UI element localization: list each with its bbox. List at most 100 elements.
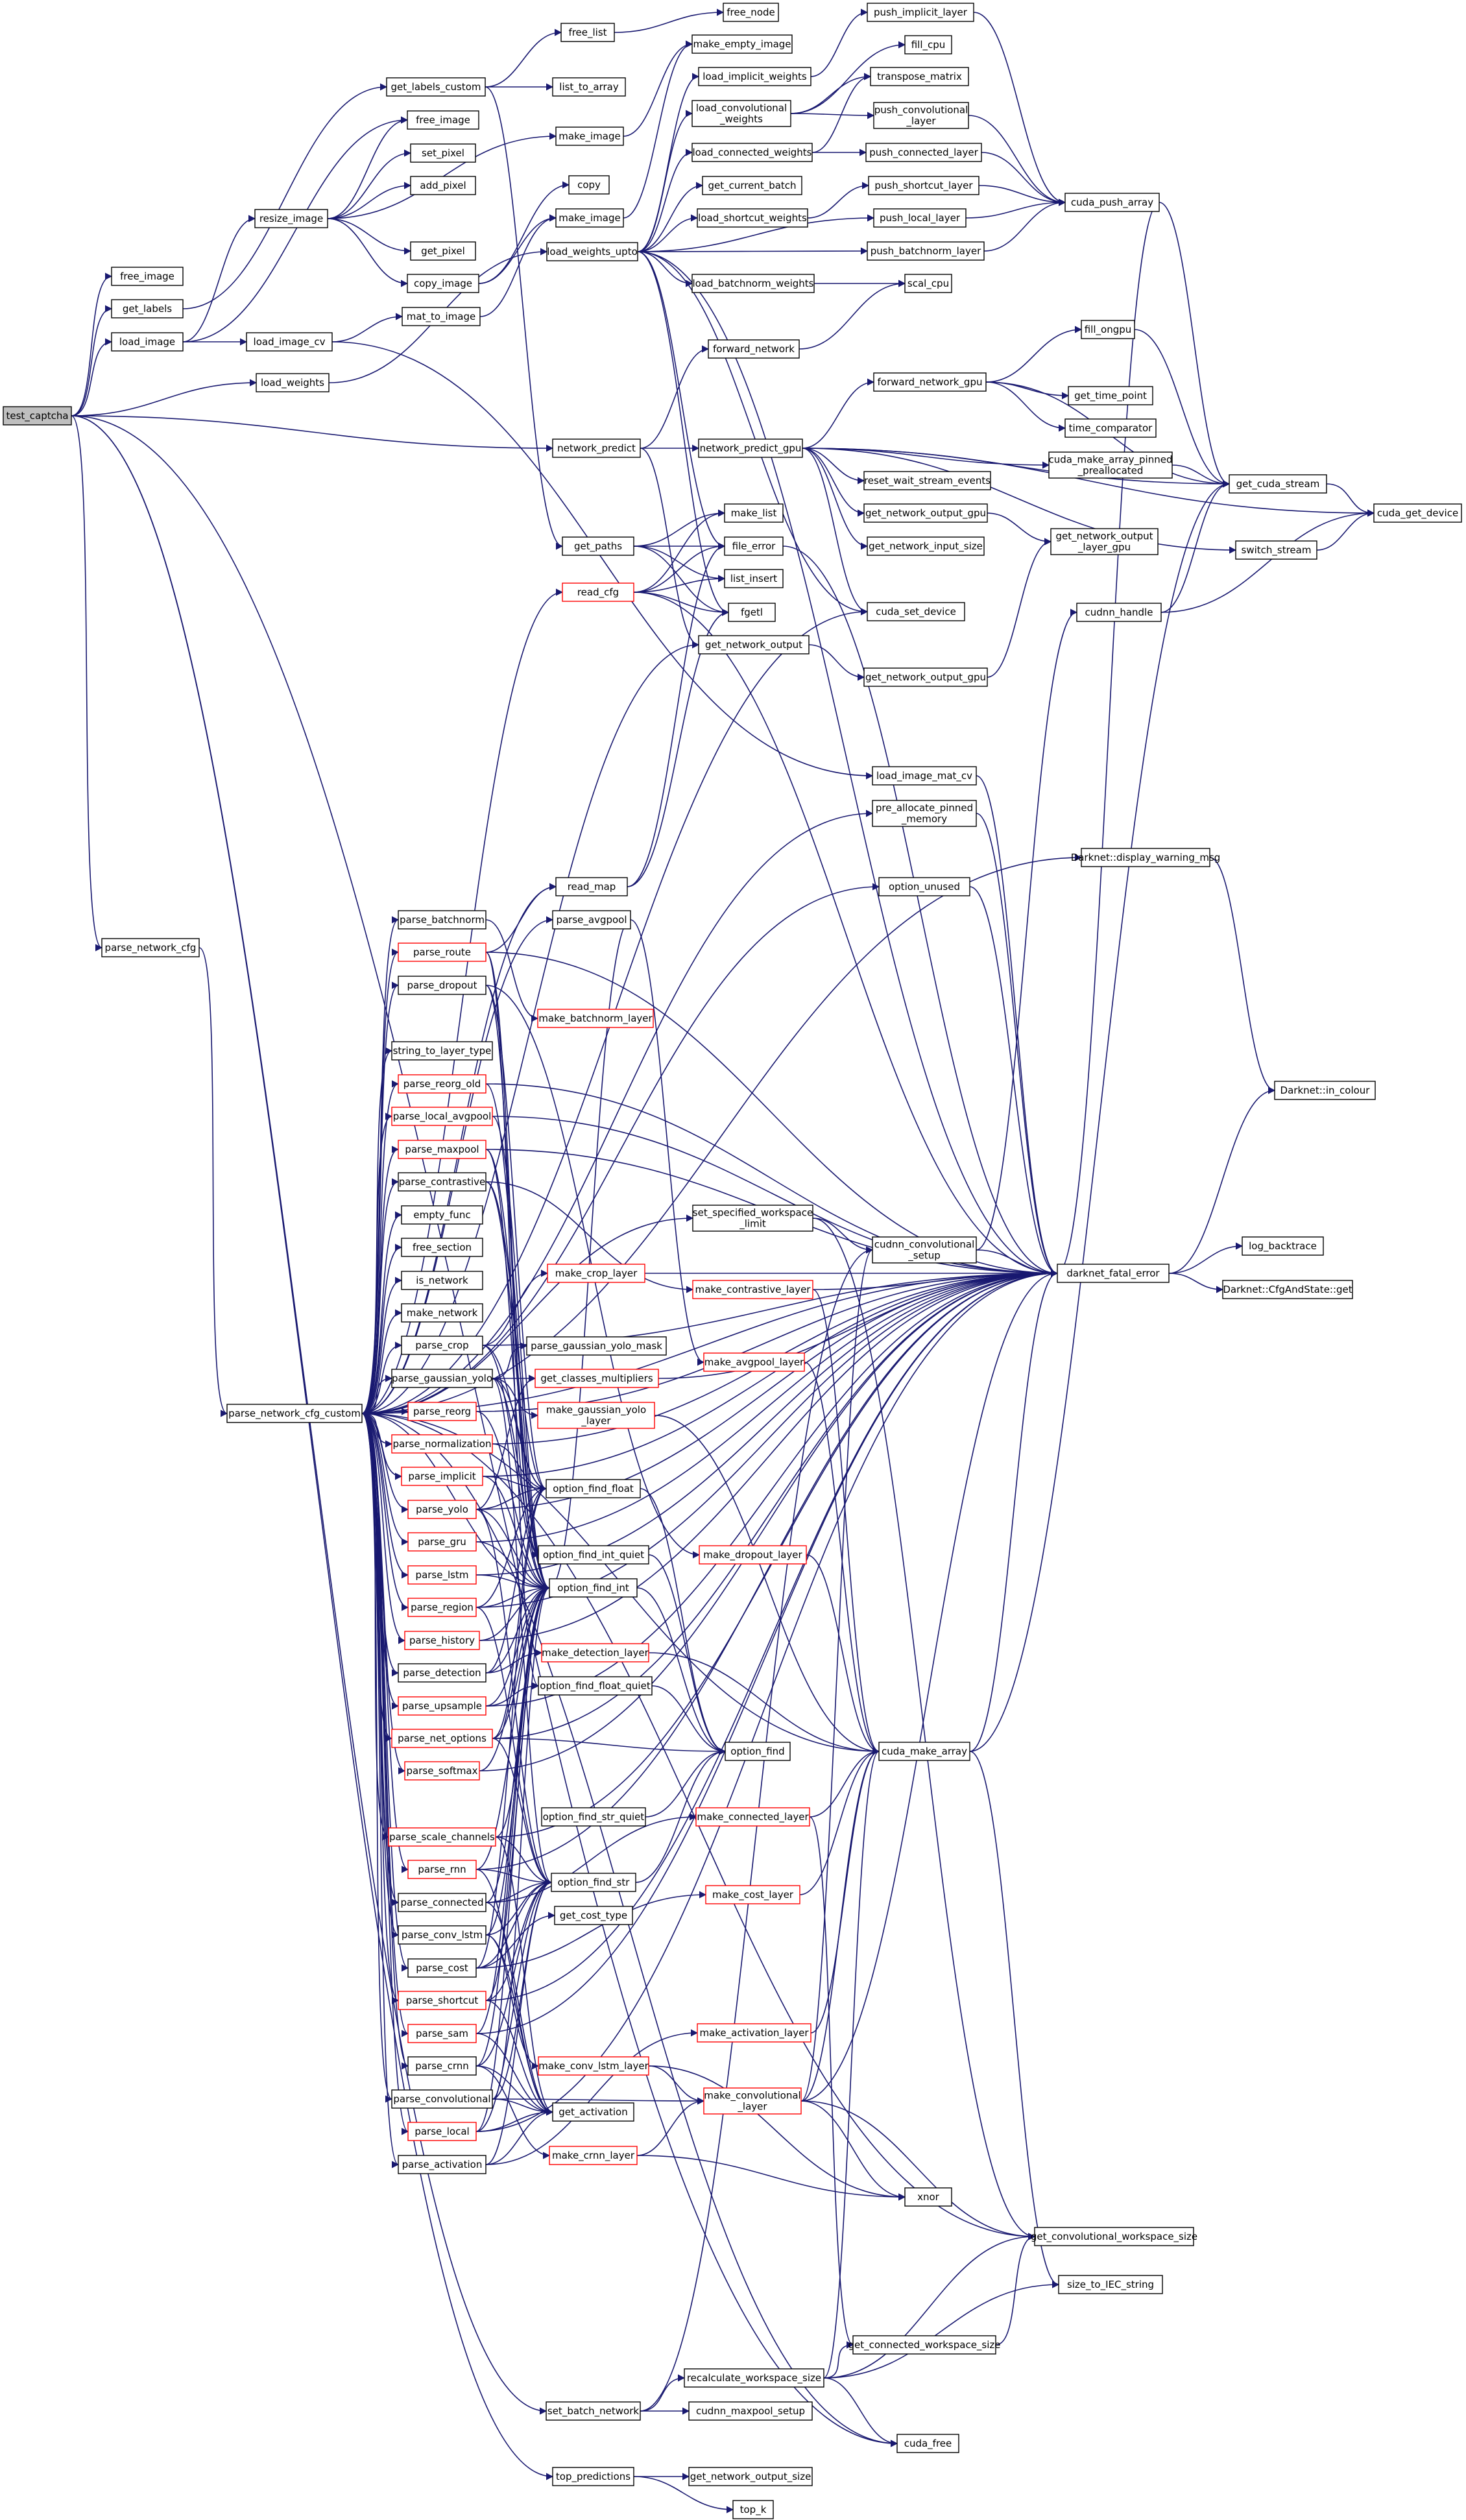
node-load-weights[interactable]: load_weights — [256, 373, 330, 392]
node-get-connected-workspace-size[interactable]: get_connected_workspace_size — [848, 2335, 1001, 2355]
node-make-cost-layer[interactable]: make_cost_layer — [705, 1885, 800, 1904]
node-get-classes-multipliers[interactable]: get_classes_multipliers — [535, 1369, 659, 1388]
node-parse-route[interactable]: parse_route — [398, 942, 487, 962]
node-get-paths[interactable]: get_paths — [562, 536, 634, 556]
node-get-network-output-size[interactable]: get_network_output_size — [688, 2467, 813, 2486]
node-parse-crnn[interactable]: parse_crnn — [407, 2056, 477, 2076]
node-load-image[interactable]: load_image — [111, 332, 184, 352]
node-make-list[interactable]: make_list — [724, 503, 784, 523]
node-cfg-and-state-get[interactable]: Darknet::CfgAndState::get — [1222, 1280, 1353, 1299]
node-parse-reorg[interactable]: parse_reorg — [407, 1402, 477, 1421]
node-empty-func[interactable]: empty_func — [401, 1205, 483, 1225]
node-make-crnn-layer[interactable]: make_crnn_layer — [549, 2146, 638, 2165]
node-parse-network-cfg[interactable]: parse_network_cfg — [101, 938, 200, 957]
node-mat-to-image[interactable]: mat_to_image — [402, 307, 481, 326]
node-forward-network[interactable]: forward_network — [708, 339, 800, 359]
node-copy-image[interactable]: copy_image — [407, 274, 479, 293]
node-parse-yolo[interactable]: parse_yolo — [407, 1500, 477, 1519]
node-free-list[interactable]: free_list — [560, 23, 615, 42]
node-parse-conv-lstm[interactable]: parse_conv_lstm — [398, 1925, 487, 1945]
node-cuda-set-device[interactable]: cuda_set_device — [867, 602, 965, 621]
node-get-pixel[interactable]: get_pixel — [410, 241, 476, 261]
node-get-time-point[interactable]: get_time_point — [1068, 386, 1153, 405]
node-parse-network-cfg-custom[interactable]: parse_network_cfg_custom — [226, 1404, 363, 1423]
node-push-connected-layer[interactable]: push_connected_layer — [865, 143, 982, 162]
node-parse-normalization[interactable]: parse_normalization — [391, 1434, 493, 1454]
node-get-activation[interactable]: get_activation — [552, 2102, 634, 2122]
node-load-image-mat-cv[interactable]: load_image_mat_cv — [872, 766, 977, 786]
node-parse-local[interactable]: parse_local — [407, 2122, 477, 2141]
node-load-convolutional-weights[interactable]: load_convolutional_weights — [691, 100, 791, 127]
node-make-gaussian-yolo-layer[interactable]: make_gaussian_yolo_layer — [537, 1402, 655, 1429]
node-network-predict[interactable]: network_predict — [552, 438, 641, 458]
node-top-k[interactable]: top_k — [732, 2500, 774, 2519]
node-add-pixel[interactable]: add_pixel — [410, 176, 476, 195]
node-list-insert[interactable]: list_insert — [724, 569, 784, 588]
node-make-batchnorm-layer[interactable]: make_batchnorm_layer — [537, 1009, 654, 1028]
node-recalculate-workspace-size[interactable]: recalculate_workspace_size — [684, 2368, 824, 2388]
node-read-map[interactable]: read_map — [555, 877, 628, 896]
node-fgetl[interactable]: fgetl — [728, 603, 776, 622]
node-parse-softmax[interactable]: parse_softmax — [404, 1761, 480, 1781]
node-parse-reorg-old[interactable]: parse_reorg_old — [398, 1074, 487, 1094]
node-resize-image[interactable]: resize_image — [254, 209, 328, 228]
node-get-cost-type[interactable]: get_cost_type — [554, 1906, 633, 1925]
node-scal-cpu[interactable]: scal_cpu — [904, 274, 952, 293]
node-make-connected-layer[interactable]: make_connected_layer — [695, 1807, 810, 1827]
node-read-cfg[interactable]: read_cfg — [562, 582, 634, 602]
node-get-network-output-gpu[interactable]: get_network_output_gpu — [863, 503, 988, 523]
node-parse-gaussian-yolo[interactable]: parse_gaussian_yolo — [391, 1369, 493, 1388]
node-log-backtrace[interactable]: log_backtrace — [1242, 1236, 1324, 1256]
node-free-image-2[interactable]: free_image — [407, 110, 479, 130]
node-make-dropout-layer[interactable]: make_dropout_layer — [699, 1545, 807, 1565]
node-list-to-array[interactable]: list_to_array — [552, 77, 626, 97]
node-parse-cost[interactable]: parse_cost — [407, 1958, 477, 1978]
node-copy[interactable]: copy — [568, 175, 610, 195]
node-parse-dropout[interactable]: parse_dropout — [398, 976, 487, 995]
node-parse-activation[interactable]: parse_activation — [398, 2155, 487, 2174]
node-get-current-batch[interactable]: get_current_batch — [702, 176, 802, 195]
node-parse-history[interactable]: parse_history — [404, 1631, 480, 1650]
node-option-find-str[interactable]: option_find_str — [551, 1873, 636, 1892]
node-option-find-float[interactable]: option_find_float — [546, 1479, 641, 1498]
node-parse-contrastive[interactable]: parse_contrastive — [398, 1172, 487, 1192]
node-cuda-make-array-pinned-preallocated[interactable]: cuda_make_array_pinned_preallocated — [1048, 451, 1173, 479]
node-parse-connected[interactable]: parse_connected — [398, 1893, 487, 1912]
node-switch-stream[interactable]: switch_stream — [1235, 540, 1317, 560]
node-get-labels-custom[interactable]: get_labels_custom — [386, 77, 486, 97]
node-parse-lstm[interactable]: parse_lstm — [407, 1565, 477, 1585]
node-cuda-free[interactable]: cuda_free — [896, 2434, 959, 2453]
node-set-pixel[interactable]: set_pixel — [410, 143, 476, 163]
node-fill-ongpu[interactable]: fill_ongpu — [1081, 320, 1135, 339]
node-option-find[interactable]: option_find — [725, 1742, 791, 1761]
node-push-local-layer[interactable]: push_local_layer — [873, 208, 967, 228]
node-make-detection-layer[interactable]: make_detection_layer — [541, 1643, 649, 1662]
node-pre-allocate-pinned-memory[interactable]: pre_allocate_pinned_memory — [872, 800, 977, 827]
node-parse-convolutional[interactable]: parse_convolutional — [391, 2089, 493, 2109]
node-transpose-matrix[interactable]: transpose_matrix — [870, 67, 969, 86]
node-size-to-iec-string[interactable]: size_to_IEC_string — [1058, 2275, 1163, 2294]
node-set-specified-workspace-limit[interactable]: set_specified_workspace_limit — [692, 1205, 813, 1232]
node-get-convolutional-workspace-size[interactable]: get_convolutional_workspace_size — [1031, 2227, 1197, 2246]
node-string-to-layer-type[interactable]: string_to_layer_type — [391, 1041, 493, 1061]
node-option-unused[interactable]: option_unused — [878, 877, 970, 896]
node-option-find-str-quiet[interactable]: option_find_str_quiet — [541, 1807, 646, 1827]
node-push-convolutional-layer[interactable]: push_convolutional_layer — [873, 102, 969, 129]
node-parse-gaussian-yolo-mask[interactable]: parse_gaussian_yolo_mask — [526, 1336, 667, 1356]
node-parse-implicit[interactable]: parse_implicit — [401, 1467, 483, 1486]
node-free-section[interactable]: free_section — [401, 1238, 483, 1257]
node-push-implicit-layer[interactable]: push_implicit_layer — [867, 3, 974, 22]
node-forward-network-gpu[interactable]: forward_network_gpu — [873, 372, 987, 392]
node-parse-rnn[interactable]: parse_rnn — [407, 1860, 477, 1879]
node-set-batch-network[interactable]: set_batch_network — [546, 2401, 641, 2421]
node-cudnn-maxpool-setup[interactable]: cudnn_maxpool_setup — [688, 2401, 813, 2421]
node-parse-local-avgpool[interactable]: parse_local_avgpool — [391, 1107, 493, 1126]
node-free-node[interactable]: free_node — [723, 3, 779, 22]
node-cuda-push-array[interactable]: cuda_push_array — [1064, 193, 1160, 212]
node-cuda-get-device[interactable]: cuda_get_device — [1373, 503, 1462, 523]
node-reset-wait-stream-events[interactable]: reset_wait_stream_events — [863, 471, 991, 490]
node-is-network[interactable]: is_network — [401, 1271, 483, 1290]
node-parse-upsample[interactable]: parse_upsample — [398, 1696, 487, 1716]
node-option-find-int[interactable]: option_find_int — [549, 1578, 638, 1598]
node-parse-gru[interactable]: parse_gru — [407, 1532, 477, 1552]
